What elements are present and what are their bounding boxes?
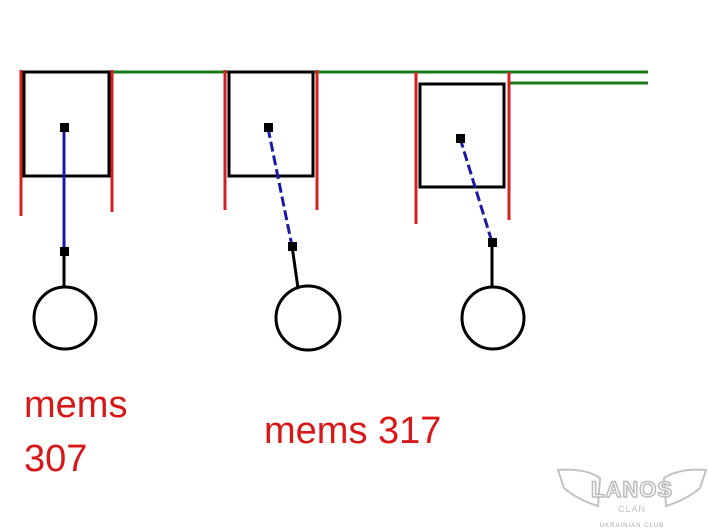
pivot-top [264,123,273,132]
logo-name: LANOS [591,477,673,502]
unit-3 [414,72,526,351]
logo-wing-right [662,468,708,508]
unit-2 [223,70,342,352]
unit-1 [19,70,114,351]
top-rails [110,70,648,85]
pendulum-bob [274,284,342,352]
logo-wing-left [556,468,602,508]
pendulum-stem [290,245,300,289]
pivot-bottom [60,247,69,256]
slider-block [227,70,315,178]
pivot-top [60,123,69,132]
label-mems-317: mems 317 [264,410,442,452]
slider-block [418,82,506,189]
label-mems-307-line1: mems [24,384,128,426]
label-mems-307-line2: 307 [24,438,88,480]
pendulum-bob [460,285,526,351]
logo-sub: CLAN [618,504,646,514]
pendulum-bob [32,285,98,351]
link-rod [458,137,494,243]
logo-tagline: UKRAINIAN CLUB [600,523,664,529]
pivot-top [456,134,465,143]
lanos-clan-logo: LANOS CLAN UKRAINIAN CLUB [556,468,708,529]
slider-block [22,70,111,178]
link-rod [266,127,294,247]
